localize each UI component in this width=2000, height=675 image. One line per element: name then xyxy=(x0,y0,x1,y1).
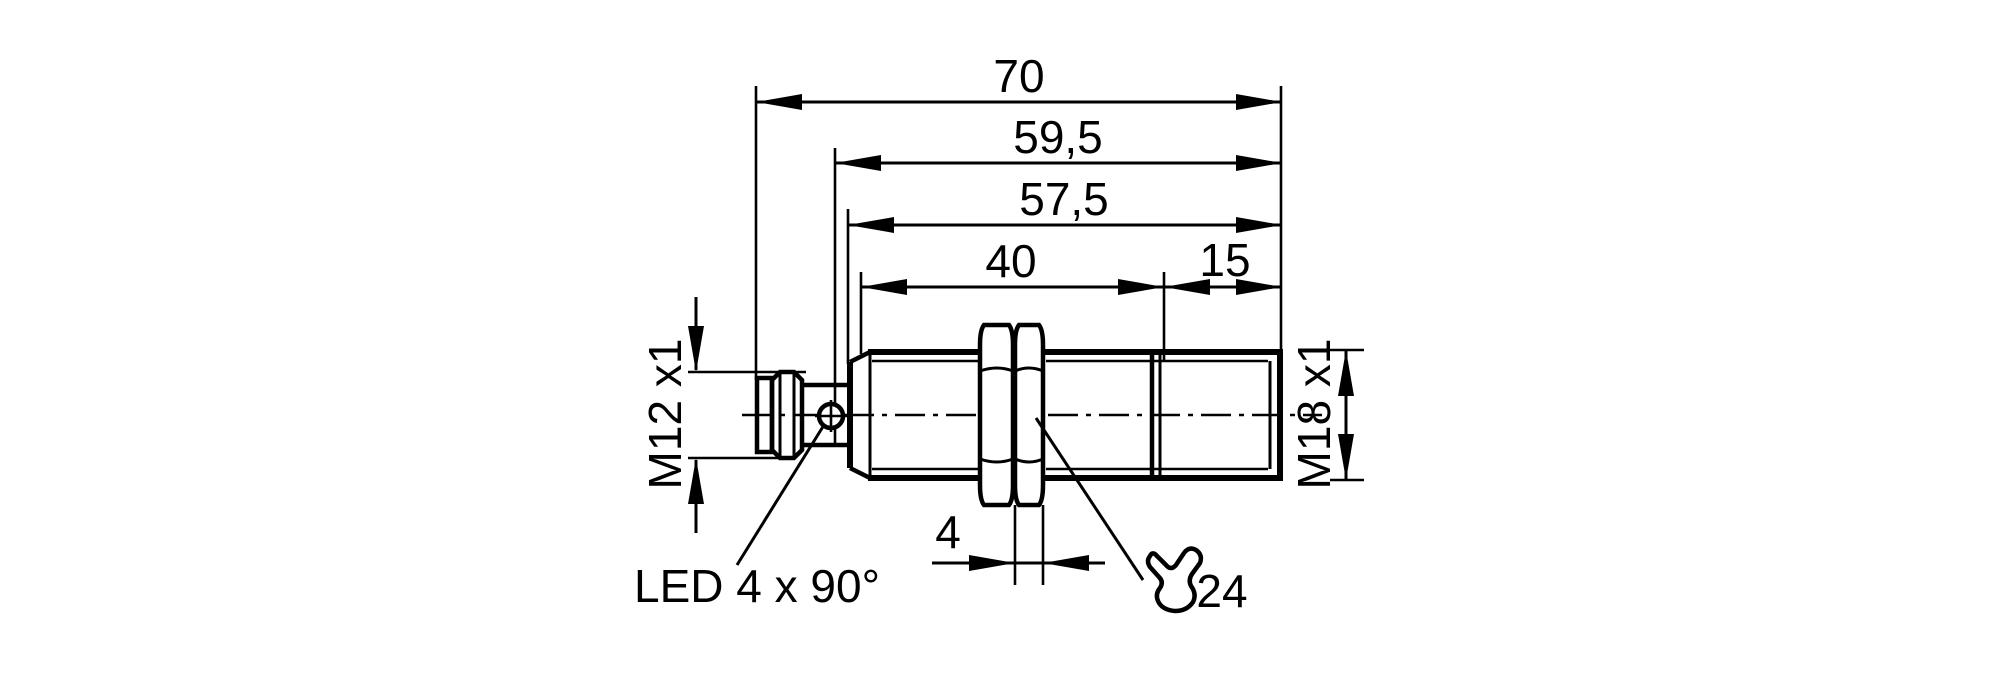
dimension-70: 70 xyxy=(756,50,1282,110)
wrench-icon xyxy=(1145,546,1204,614)
hex-nuts xyxy=(977,322,1046,508)
dim-4-label: 4 xyxy=(935,506,961,558)
led-label: LED 4 x 90° xyxy=(634,560,880,612)
led-callout: LED 4 x 90° xyxy=(634,424,880,612)
dim-15-label: 15 xyxy=(1199,234,1250,286)
dimension-4-nut: 4 xyxy=(932,506,1105,571)
wrench-size-label: 24 xyxy=(1196,565,1247,617)
dim-57-5-label: 57,5 xyxy=(1019,173,1109,225)
thread-m12-label: M12 x1 xyxy=(639,339,691,490)
dim-59-5-label: 59,5 xyxy=(1013,111,1103,163)
dimension-57-5: 57,5 xyxy=(848,173,1282,233)
housing-front-flange xyxy=(847,349,872,481)
dimension-59-5: 59,5 xyxy=(835,111,1282,171)
housing-barrel-m18 xyxy=(868,349,1283,481)
dim-70-label: 70 xyxy=(993,50,1044,102)
dimension-15: 15 xyxy=(1164,234,1282,295)
dimension-m18: M18 x1 xyxy=(1288,339,1354,490)
dim-40-label: 40 xyxy=(985,235,1036,287)
wrench-callout: 24 xyxy=(1034,417,1248,617)
dimension-m12: M12 x1 xyxy=(639,297,704,533)
led-indicator xyxy=(815,400,847,432)
thread-m18-label: M18 x1 xyxy=(1288,339,1340,490)
sensor-body xyxy=(754,322,1283,508)
dimension-40: 40 xyxy=(861,235,1164,295)
